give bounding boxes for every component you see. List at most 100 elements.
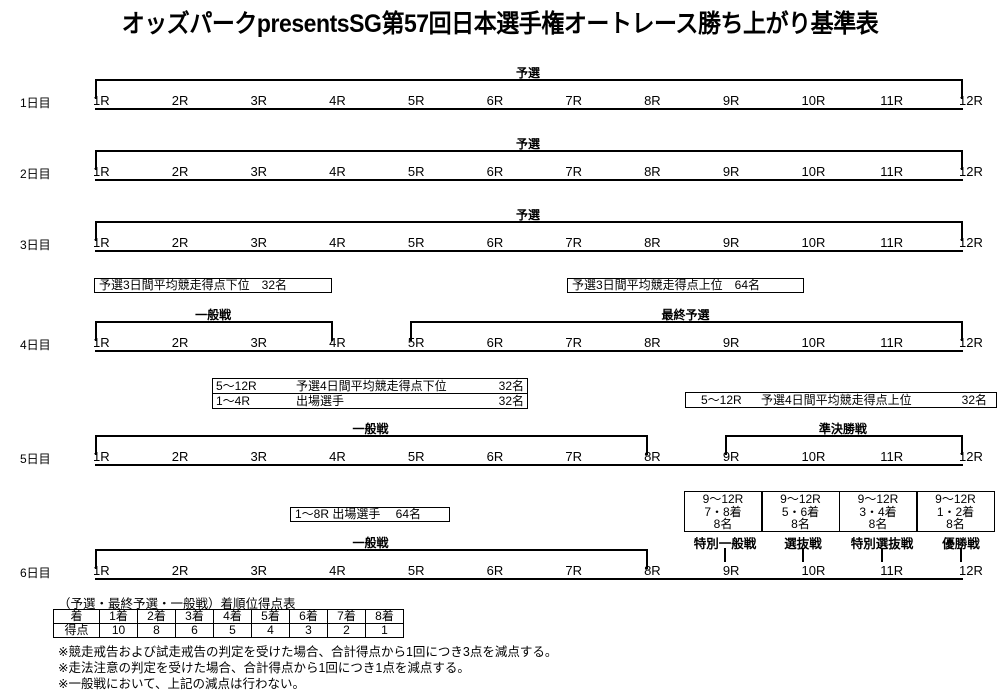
criteria-desc: 出場選手 <box>296 394 345 408</box>
timeline-baseline <box>95 578 963 580</box>
race-label: 8R <box>644 563 661 578</box>
score-value-cell: 6 <box>175 623 214 638</box>
race-label: 7R <box>565 164 582 179</box>
race-label: 3R <box>250 449 268 464</box>
race-label: 5R <box>407 563 425 578</box>
page-title: オッズパークpresentsSG第57回日本選手権オートレース勝ち上がり基準表 <box>121 10 879 38</box>
criteria-row: 5～12R 予選4日間平均競走得点下位 32名 <box>213 379 527 394</box>
race-label: 6R <box>486 235 504 250</box>
race-label: 4R <box>329 335 346 350</box>
day-label: 6日目 <box>20 566 51 580</box>
score-header-cell: 2着 <box>137 609 176 624</box>
bracket-label: 予選 <box>515 66 541 80</box>
player-count: 8名 <box>946 517 965 531</box>
race-label: 4R <box>329 93 346 108</box>
score-value-cell: 1 <box>365 623 404 638</box>
race-label: 4R <box>329 563 346 578</box>
note: ※走法注意の判定を受けた場合、合計得点から1回につき1点を減点する。 <box>58 661 470 675</box>
race-label: 6R <box>486 563 504 578</box>
race-label: 3R <box>250 563 268 578</box>
race-label: 10R <box>801 164 826 179</box>
race-label: 2R <box>171 563 189 578</box>
race-label: 7R <box>565 335 582 350</box>
day-label: 3日目 <box>20 238 51 252</box>
timeline-baseline <box>95 464 963 466</box>
score-value-cell: 2 <box>327 623 366 638</box>
connector-tick <box>724 548 726 562</box>
race-label: 9R <box>722 235 740 250</box>
score-value-cell: 4 <box>251 623 290 638</box>
timeline-baseline <box>95 108 963 110</box>
race-label: 11R <box>880 93 904 108</box>
race-label: 10R <box>801 563 826 578</box>
score-value-cell: 得点 <box>53 623 100 638</box>
criteria-day5-high: 5～12R 予選4日間平均競走得点上位 32名 <box>685 392 997 408</box>
note: ※競走戒告および試走戒告の判定を受けた場合、合計得点から1回につき3点を減点する… <box>58 645 558 659</box>
criteria-desc: 予選4日間平均競走得点下位 <box>296 379 447 393</box>
race-label: 10R <box>801 449 826 464</box>
race-label: 12R <box>959 449 983 464</box>
race-label: 10R <box>801 93 826 108</box>
race-label: 8R <box>644 93 661 108</box>
race-label: 11R <box>880 335 904 350</box>
final-race-name: 特別一般戦 <box>693 537 757 551</box>
race-label: 9R <box>722 563 740 578</box>
day-label: 2日目 <box>20 167 51 181</box>
race-label: 1R <box>93 164 110 179</box>
race-bracket <box>409 321 963 341</box>
criteria-row: 1～4R 出場選手 32名 <box>213 394 527 408</box>
race-label: 2R <box>171 335 189 350</box>
score-value-cell: 10 <box>99 623 138 638</box>
race-label: 5R <box>407 164 425 179</box>
race-label: 3R <box>250 93 268 108</box>
race-label: 7R <box>565 449 582 464</box>
finals-cell: 9～12R 1・2着 8名 <box>916 491 995 532</box>
bracket-label: 一般戦 <box>352 422 389 436</box>
score-table-caption: （予選・最終予選・一般戦）着順位得点表 <box>58 597 296 611</box>
races-range: 9～12R <box>935 492 976 506</box>
criteria-row: 5～12R 予選4日間平均競走得点上位 32名 <box>686 393 996 407</box>
score-value-cell: 8 <box>137 623 176 638</box>
race-label: 6R <box>486 449 504 464</box>
races-range: 9～12R <box>780 492 821 506</box>
race-label: 2R <box>171 164 189 179</box>
criteria-day4-low: 予選3日間平均競走得点下位 32名 <box>94 278 332 293</box>
race-label: 4R <box>329 235 346 250</box>
score-header-cell: 4着 <box>213 609 252 624</box>
note: ※一般戦において、上記の減点は行わない。 <box>58 677 305 691</box>
race-label: 9R <box>722 93 740 108</box>
race-label: 5R <box>407 235 425 250</box>
bracket-label: 準決勝戦 <box>818 422 867 436</box>
score-header-cell: 5着 <box>251 609 290 624</box>
finals-cell: 9～12R 5・6着 8名 <box>761 491 840 532</box>
race-label: 3R <box>250 235 268 250</box>
race-label: 3R <box>250 164 268 179</box>
score-value-cell: 3 <box>289 623 328 638</box>
race-bracket <box>95 321 334 341</box>
finals-cell: 9～12R 7・8着 8名 <box>683 491 763 532</box>
race-label: 6R <box>486 164 504 179</box>
timeline-baseline <box>95 179 963 181</box>
race-label: 8R <box>644 335 661 350</box>
race-label: 1R <box>93 563 110 578</box>
race-label: 3R <box>250 335 268 350</box>
criteria-day6-low: 1～8R 出場選手 64名 <box>290 507 450 522</box>
finish-place: 1・2着 <box>936 504 975 519</box>
criteria-day4-high: 予選3日間平均競走得点上位 64名 <box>567 278 804 293</box>
timeline-baseline <box>95 250 963 252</box>
finish-place: 5・6着 <box>781 504 820 519</box>
race-bracket <box>95 435 649 455</box>
race-label: 12R <box>959 235 983 250</box>
score-header-cell: 6着 <box>289 609 328 624</box>
race-bracket <box>724 435 963 455</box>
bracket-label: 予選 <box>515 208 541 222</box>
final-race-name: 優勝戦 <box>942 537 980 551</box>
criteria-day5-low: 5～12R 予選4日間平均競走得点下位 32名 1～4R 出場選手 32名 <box>212 378 528 409</box>
race-label: 9R <box>722 449 740 464</box>
race-bracket <box>95 79 963 99</box>
race-label: 1R <box>93 449 110 464</box>
races-range: 5～12R <box>216 379 257 393</box>
day-label: 1日目 <box>20 96 51 110</box>
bracket-label: 一般戦 <box>352 536 389 550</box>
